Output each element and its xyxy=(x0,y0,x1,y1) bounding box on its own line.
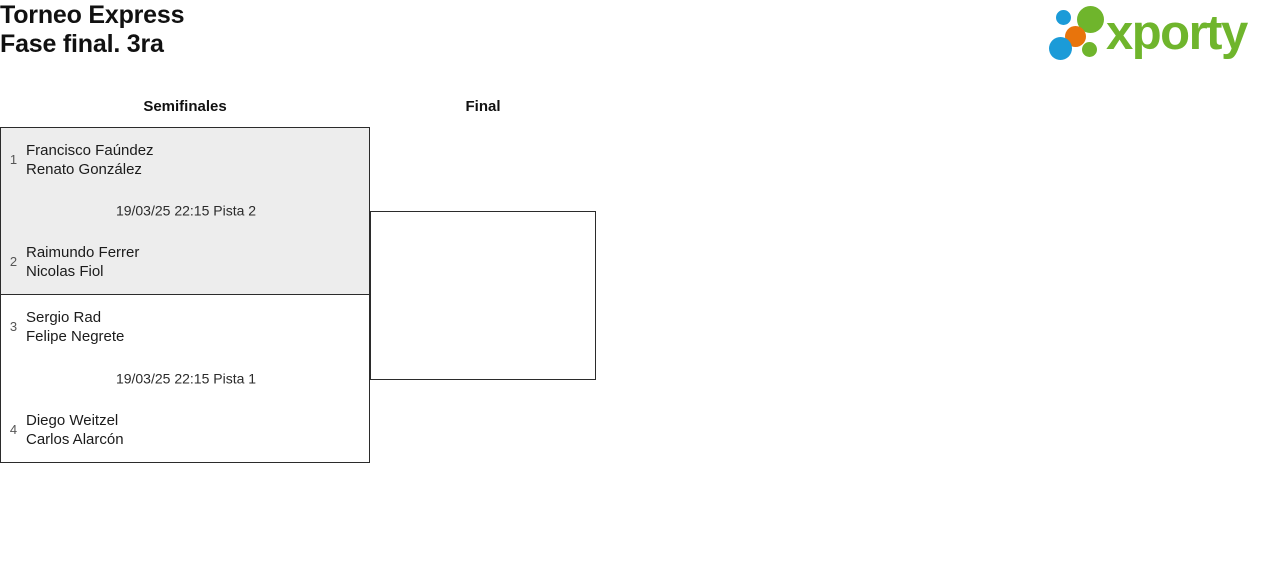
tournament-title: Torneo Express xyxy=(0,1,185,29)
team-row[interactable]: 3 Sergio Rad Felipe Negrete xyxy=(1,301,371,353)
team-players: Diego Weitzel Carlos Alarcón xyxy=(26,411,371,449)
team-row[interactable]: 4 Diego Weitzel Carlos Alarcón xyxy=(1,404,371,456)
match-card-final[interactable] xyxy=(370,211,596,380)
team-row[interactable]: 2 Raimundo Ferrer Nicolas Fiol xyxy=(1,236,371,288)
team-row[interactable]: 1 Francisco Faúndez Renato González xyxy=(1,134,371,186)
team-player-name: Diego Weitzel xyxy=(26,412,119,429)
logo-dot-blue-large-icon xyxy=(1049,37,1072,60)
team-player-name: Raimundo Ferrer xyxy=(26,244,140,261)
team-player-name: Sergio Rad xyxy=(26,309,102,326)
team-player-name: Francisco Faúndez xyxy=(26,142,154,159)
logo-wordmark: xporty xyxy=(1106,6,1248,60)
team-player-name: Renato González xyxy=(26,161,142,178)
match-schedule-info: 19/03/25 22:15 Pista 2 xyxy=(115,202,257,219)
match-card-semifinal-2[interactable]: 3 Sergio Rad Felipe Negrete 19/03/25 22:… xyxy=(0,295,370,463)
team-seed: 4 xyxy=(9,422,18,437)
tournament-header: Torneo Express Fase final. 3ra xporty xyxy=(0,0,1280,80)
round-header-final: Final xyxy=(465,98,501,115)
logo-dot-blue-small-icon xyxy=(1056,10,1071,25)
xporty-logo[interactable]: xporty xyxy=(1046,4,1272,64)
round-header-semifinales: Semifinales xyxy=(143,98,227,115)
team-players: Francisco Faúndez Renato González xyxy=(26,141,371,179)
team-seed: 1 xyxy=(9,152,18,167)
logo-dots-icon xyxy=(1046,4,1108,62)
team-seed: 2 xyxy=(9,254,18,269)
logo-dot-green-small-icon xyxy=(1082,42,1097,57)
match-card-semifinal-1[interactable]: 1 Francisco Faúndez Renato González 19/0… xyxy=(0,127,370,295)
team-players: Raimundo Ferrer Nicolas Fiol xyxy=(26,243,371,281)
team-seed: 3 xyxy=(9,319,18,334)
team-player-name: Felipe Negrete xyxy=(26,328,125,345)
team-player-name: Carlos Alarcón xyxy=(26,431,124,448)
team-players: Sergio Rad Felipe Negrete xyxy=(26,308,371,346)
tournament-phase-subtitle: Fase final. 3ra xyxy=(0,30,164,58)
match-schedule-info: 19/03/25 22:15 Pista 1 xyxy=(115,370,257,386)
team-player-name: Nicolas Fiol xyxy=(26,263,104,280)
